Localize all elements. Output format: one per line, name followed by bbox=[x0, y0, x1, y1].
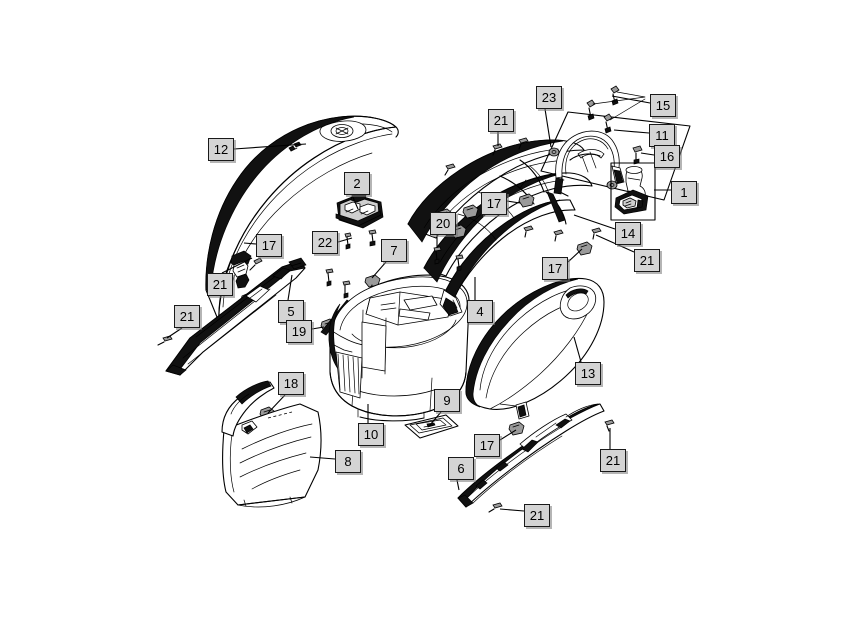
leader-9 bbox=[429, 411, 442, 426]
callout-14-rear-panel[interactable]: 14 bbox=[615, 222, 641, 245]
callout-17-clip-b[interactable]: 17 bbox=[481, 192, 507, 215]
leader-11 bbox=[613, 129, 650, 134]
leader-21a bbox=[221, 257, 253, 274]
leader-22 bbox=[337, 237, 353, 243]
callout-22-screw[interactable]: 22 bbox=[312, 231, 338, 254]
callout-11-grab-handle[interactable]: 11 bbox=[649, 124, 675, 147]
leader-13 bbox=[573, 336, 582, 363]
callout-21-screw-c[interactable]: 21 bbox=[488, 109, 514, 132]
callout-17-clip-d[interactable]: 17 bbox=[474, 434, 500, 457]
leader-21f bbox=[499, 508, 525, 512]
callout-17-clip-a[interactable]: 17 bbox=[256, 234, 282, 257]
screw-icon bbox=[518, 137, 529, 150]
callout-21-screw-d[interactable]: 21 bbox=[634, 249, 660, 272]
part-6-right-side-trim bbox=[457, 403, 605, 508]
part-9-cover-plate bbox=[404, 414, 459, 439]
part-1-detail-box bbox=[610, 162, 656, 221]
clip-icon bbox=[576, 241, 593, 256]
screw-icon bbox=[433, 246, 442, 265]
screw-icon bbox=[157, 335, 173, 346]
fasteners-21-toprail bbox=[444, 137, 529, 176]
screw-icon bbox=[368, 229, 377, 247]
screw-icon bbox=[586, 99, 596, 121]
leader-21b bbox=[166, 327, 183, 339]
part-5-left-side-trim bbox=[165, 257, 307, 376]
callout-8-front-shield[interactable]: 8 bbox=[335, 450, 361, 473]
screw-icon bbox=[523, 225, 534, 238]
callout-19-grommet[interactable]: 19 bbox=[286, 320, 312, 343]
leader-17d bbox=[499, 429, 517, 441]
leader-17b bbox=[506, 200, 521, 204]
leader-19 bbox=[311, 326, 325, 330]
callout-2-bracket[interactable]: 2 bbox=[344, 172, 370, 195]
screw-icon bbox=[610, 85, 620, 106]
leader-17c bbox=[567, 248, 583, 263]
screw-icon bbox=[444, 163, 456, 176]
callout-21-screw-f[interactable]: 21 bbox=[524, 504, 550, 527]
washer-icon bbox=[606, 180, 618, 190]
callout-1-tail-detail[interactable]: 1 bbox=[671, 181, 697, 204]
part-12-front-fender bbox=[205, 115, 399, 323]
callout-6-right-side-trim[interactable]: 6 bbox=[448, 457, 474, 480]
callout-7-hinge[interactable]: 7 bbox=[381, 239, 407, 262]
leader-15 bbox=[611, 95, 651, 104]
callout-4-rear-frame[interactable]: 4 bbox=[467, 300, 493, 323]
screw-icon bbox=[488, 502, 503, 513]
callout-21-screw-b[interactable]: 21 bbox=[174, 305, 200, 328]
part-2-bracket-module bbox=[335, 192, 384, 229]
callout-13-side-body-panel[interactable]: 13 bbox=[575, 362, 601, 385]
screw-icon bbox=[604, 419, 615, 432]
leader-12 bbox=[233, 143, 307, 150]
fasteners-22-screws bbox=[344, 229, 377, 250]
washer-icon bbox=[548, 147, 560, 157]
part-8-front-shield bbox=[221, 380, 322, 508]
leader-18 bbox=[267, 394, 286, 414]
fasteners-15-screws bbox=[586, 85, 646, 134]
clip-icon bbox=[462, 204, 479, 219]
leader-14 bbox=[573, 214, 616, 230]
fasteners-mid-left bbox=[325, 268, 351, 299]
callout-20-screw[interactable]: 20 bbox=[430, 212, 456, 235]
leader-23 bbox=[544, 108, 552, 148]
part-4-rear-frame bbox=[407, 139, 593, 317]
screw-icon bbox=[249, 257, 263, 271]
screw-icon bbox=[325, 268, 334, 287]
callout-17-clip-c[interactable]: 17 bbox=[542, 257, 568, 280]
screw-icon bbox=[591, 227, 602, 240]
callout-10-helmet-box[interactable]: 10 bbox=[358, 423, 384, 446]
leader-2 bbox=[351, 194, 359, 210]
callout-21-screw-e[interactable]: 21 bbox=[600, 449, 626, 472]
screw-icon bbox=[553, 229, 564, 242]
screw-icon bbox=[344, 232, 352, 250]
leader-7 bbox=[371, 261, 387, 279]
leader-8 bbox=[309, 456, 336, 460]
fasteners-21-left bbox=[157, 257, 263, 346]
clip-icon bbox=[518, 193, 535, 208]
callout-18-clip[interactable]: 18 bbox=[278, 372, 304, 395]
leader-5 bbox=[287, 274, 293, 301]
callout-9-cover-plate[interactable]: 9 bbox=[434, 389, 460, 412]
fasteners-20-screws bbox=[433, 246, 464, 272]
part-10-helmet-box bbox=[328, 274, 470, 422]
callout-21-screw-a[interactable]: 21 bbox=[207, 273, 233, 296]
callout-23-washer[interactable]: 23 bbox=[536, 86, 562, 109]
callout-15-screws[interactable]: 15 bbox=[650, 94, 676, 117]
callout-12-front-fender[interactable]: 12 bbox=[208, 138, 234, 161]
part-11-grab-handle-group bbox=[540, 111, 691, 201]
callout-16-screw[interactable]: 16 bbox=[654, 145, 680, 168]
fasteners-21-lower-frame bbox=[523, 225, 602, 242]
screw-icon bbox=[342, 280, 351, 299]
part-13-side-body-panel bbox=[465, 277, 605, 420]
screw-icon bbox=[603, 113, 613, 134]
screw-icon bbox=[455, 254, 464, 272]
leader-17a bbox=[243, 242, 257, 245]
leader-16 bbox=[640, 152, 655, 156]
